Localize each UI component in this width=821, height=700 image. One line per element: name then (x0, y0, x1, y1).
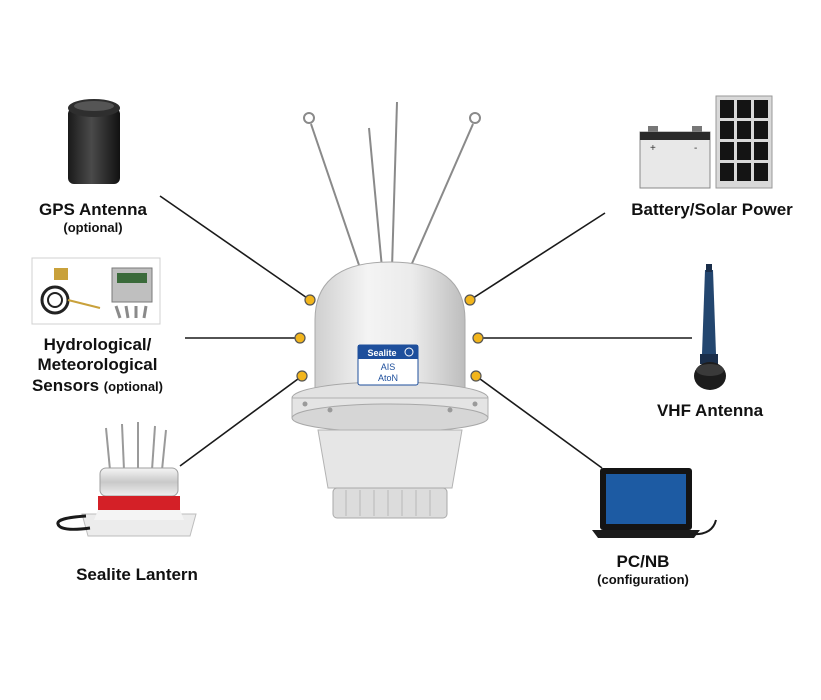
connector-line-lantern (179, 375, 303, 467)
sensors-label: Hydrological/ Meteorological Sensors (op… (10, 335, 185, 396)
connector-dot-lantern (296, 370, 308, 382)
gps-antenna-image (68, 99, 120, 184)
dome (314, 261, 466, 393)
connector-line-power (469, 212, 606, 301)
svg-text:-: - (694, 143, 697, 154)
wire-antennas (303, 101, 481, 269)
vhf-antenna-title: VHF Antenna (656, 401, 764, 420)
sensors-note: (optional) (103, 378, 164, 394)
connector-dots (294, 294, 484, 382)
power-label: Battery/Solar Power (614, 200, 810, 220)
connector-line-pc (475, 375, 603, 469)
vhf-antenna-label: VHF Antenna (640, 401, 780, 421)
connector-dot-pc (470, 370, 482, 382)
connector-lines (159, 195, 692, 469)
power-title: Battery/Solar Power (631, 200, 793, 219)
badge-brand: Sealite (367, 348, 396, 358)
connector-dot-sensors (294, 332, 306, 344)
badge-logo-icon (404, 347, 414, 357)
base-body (317, 429, 463, 489)
base-ring (332, 487, 448, 519)
connector-line-gps (159, 195, 311, 301)
sensors-line-3-wrap: Sensors (optional) (10, 376, 185, 396)
battery-icon: + - (639, 126, 711, 189)
badge-line-ais: AIS (381, 362, 396, 372)
sensors-line-3: Sensors (31, 375, 100, 395)
ais-aton-unit: Sealite AIS AtoN (291, 101, 489, 519)
sealite-lantern-label: Sealite Lantern (52, 565, 222, 585)
solar-panel-icon (715, 95, 773, 189)
vhf-antenna-image (694, 264, 726, 390)
pc-label: PC/NB (configuration) (568, 552, 718, 588)
sensors-line-1: Hydrological/ (43, 335, 152, 354)
pc-note: (configuration) (597, 572, 689, 588)
connector-dot-gps (304, 294, 316, 306)
svg-text:+: + (650, 143, 656, 154)
sensors-line-2: Meteorological (37, 355, 158, 375)
sealite-lantern-image (56, 422, 197, 537)
gps-antenna-title: GPS Antenna (39, 200, 147, 219)
pc-title: PC/NB (616, 552, 670, 571)
gps-antenna-note: (optional) (63, 220, 123, 236)
connector-dot-power (464, 294, 476, 306)
gps-antenna-label: GPS Antenna (optional) (18, 200, 168, 236)
sensors-image (31, 257, 161, 325)
laptop-icon (592, 468, 717, 538)
connector-dot-vhf (472, 332, 484, 344)
badge-line-aton: AtoN (378, 373, 398, 383)
sealite-lantern-title: Sealite Lantern (76, 565, 198, 584)
